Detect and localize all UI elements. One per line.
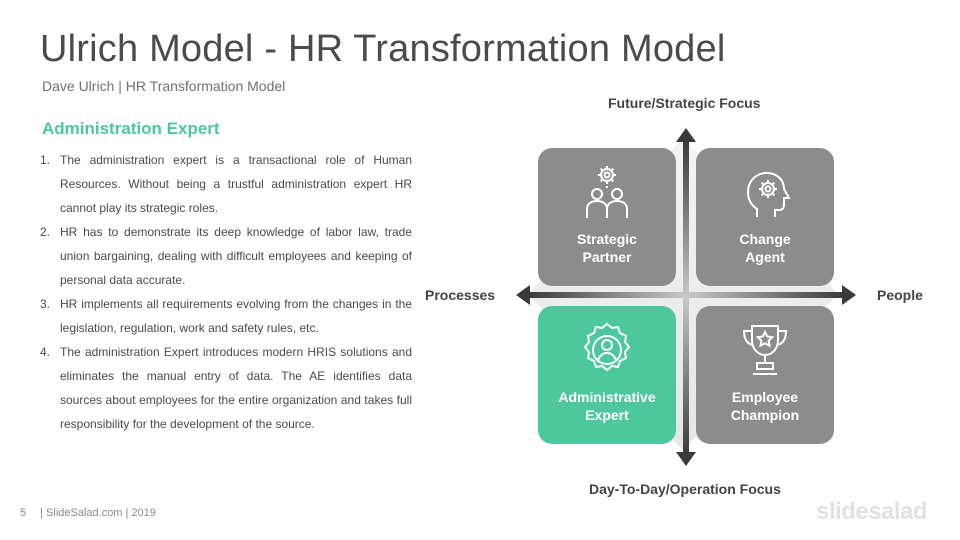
item-number: 2.	[40, 225, 51, 239]
slide-subtitle: Dave Ulrich | HR Transformation Model	[42, 78, 286, 94]
quadrant-administrative-expert: Administrative Expert	[538, 306, 676, 444]
footer: 5 | SlideSalad.com | 2019	[20, 507, 156, 519]
axis-arrows	[516, 128, 856, 466]
trophy-icon	[742, 325, 788, 375]
quadrant-label: Strategic Partner	[577, 231, 637, 265]
points-list: 1. The administration expert is a transac…	[40, 148, 412, 436]
item-text: The administration expert is a transacti…	[60, 153, 412, 215]
quadrant-employee-champion: Employee Champion	[696, 306, 834, 444]
ulrich-quadrant-diagram: Future/Strategic Focus Day-To-Day/Operat…	[420, 90, 950, 500]
brand-logo: slidesalad	[816, 498, 928, 525]
slide-title: Ulrich Model - HR Transformation Model	[40, 28, 726, 70]
item-text: HR implements all requirements evolving …	[60, 297, 412, 335]
page-number: 5	[20, 507, 27, 519]
quadrant-strategic-partner: Strategic Partner	[538, 148, 676, 286]
item-number: 1.	[40, 153, 51, 167]
axis-label-left: Processes	[425, 287, 496, 303]
footer-credit: | SlideSalad.com | 2019	[40, 507, 156, 519]
item-number: 3.	[40, 297, 51, 311]
section-heading: Administration Expert	[42, 119, 220, 138]
quadrant-change-agent: Change Agent	[696, 148, 834, 286]
item-text: The administration Expert introduces mod…	[60, 345, 412, 431]
list-item: 4. The administration Expert introduces m…	[40, 340, 412, 436]
list-item: 3. HR implements all requirements evolvin…	[40, 292, 412, 340]
axis-label-top: Future/Strategic Focus	[608, 95, 761, 111]
item-number: 4.	[40, 345, 51, 359]
quadrant-label: Administrative Expert	[558, 389, 656, 423]
user-gear-icon	[583, 322, 631, 372]
axis-label-right: People	[877, 287, 923, 303]
quadrant-label: Employee Champion	[730, 389, 800, 423]
list-item: 1. The administration expert is a transac…	[40, 148, 412, 220]
list-item: 2. HR has to demonstrate its deep knowled…	[40, 220, 412, 292]
vertical-axis-arrow	[676, 128, 696, 466]
quadrant-label: Change Agent	[739, 231, 791, 265]
axis-label-bottom: Day-To-Day/Operation Focus	[589, 481, 781, 497]
team-gear-icon	[586, 166, 628, 218]
head-gear-icon	[746, 171, 791, 217]
item-text: HR has to demonstrate its deep knowledge…	[60, 225, 412, 287]
